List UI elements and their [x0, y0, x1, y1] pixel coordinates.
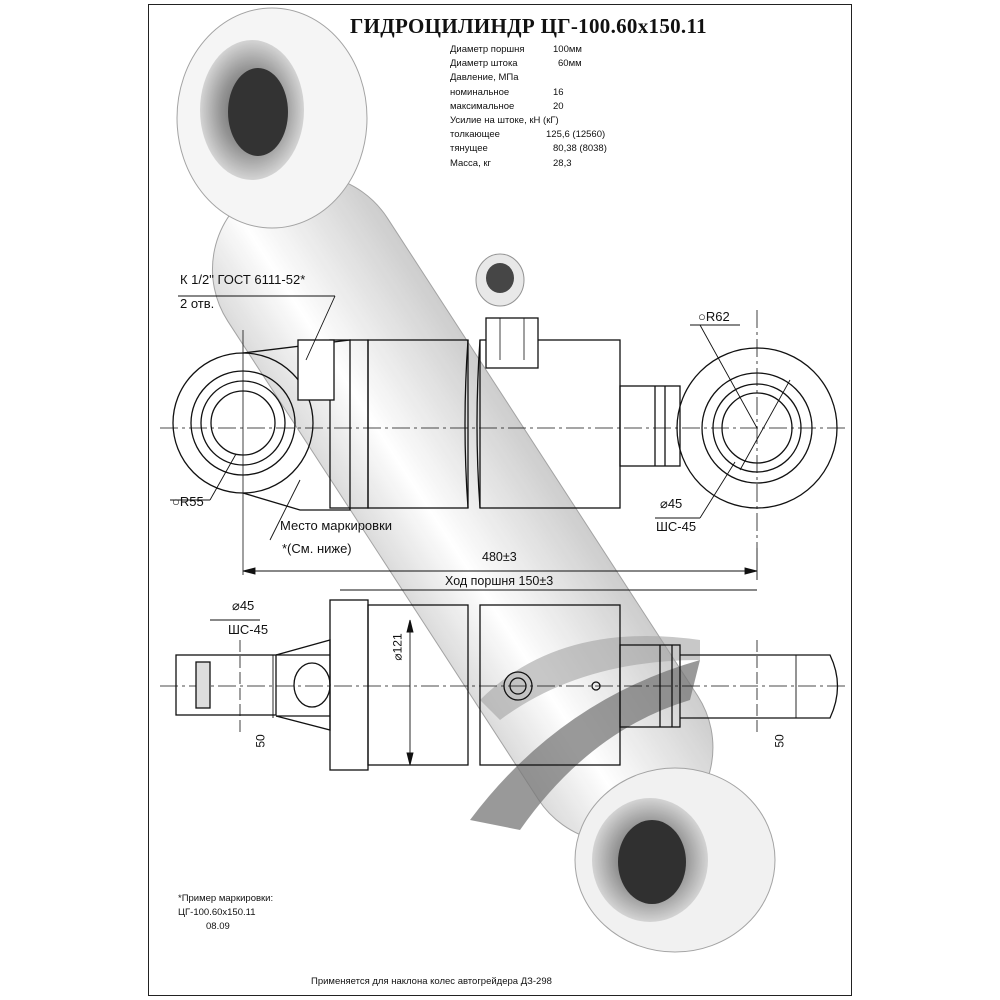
side-view	[160, 310, 848, 575]
marking-place-label: Место маркировки	[280, 518, 393, 533]
drawing-title: ГИДРОЦИЛИНДР ЦГ-100.60x150.11	[350, 14, 707, 38]
stroke-dimension: Ход поршня 150±3	[445, 574, 554, 588]
thread-count-label: 2 отв.	[180, 296, 215, 311]
marking-example-date: 08.09	[206, 921, 230, 932]
radius-base-label: ○R55	[172, 494, 204, 509]
pin-diameter-top-label: ⌀45	[660, 496, 683, 511]
footer-note: Применяется для наклона колес автогрейде…	[311, 976, 552, 987]
width-right-label: 50	[772, 734, 787, 748]
width-left-label: 50	[253, 734, 268, 748]
body-diameter-label: ⌀121	[390, 633, 405, 661]
dimension-lines	[170, 295, 758, 766]
bearing-top-label: ШС-45	[656, 519, 697, 534]
thread-callout: К 1/2" ГОСТ 6111-52*	[180, 272, 306, 287]
length-dimension: 480±3	[482, 550, 517, 564]
pin-diameter-bottom-label: ⌀45	[232, 598, 255, 613]
radius-rod-label: ○R62	[698, 309, 730, 324]
top-view	[160, 599, 848, 771]
marking-example-code: ЦГ-100.60x150.11	[178, 907, 256, 918]
marking-example-heading: *Пример маркировки:	[178, 893, 274, 904]
bearing-bottom-label: ШС-45	[228, 622, 269, 637]
see-below-label: *(См. ниже)	[282, 541, 352, 556]
